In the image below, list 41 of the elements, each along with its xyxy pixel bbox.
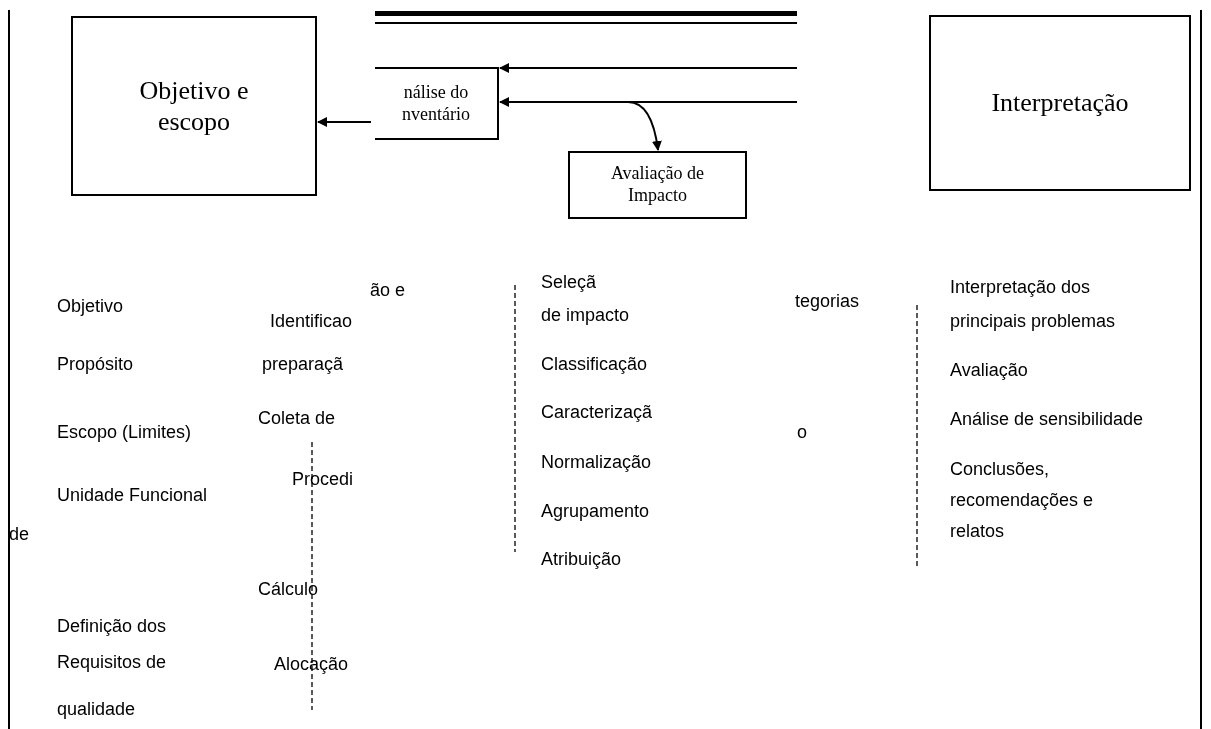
list-item-text: Identificao — [270, 310, 353, 333]
list-item-text: Conclusões, recomendações e relatos — [950, 458, 1095, 543]
list-item-text: tegorias — [795, 290, 860, 313]
list-item-text: Agrupamento — [541, 500, 650, 523]
box-label: Objetivo e escopo — [138, 74, 250, 138]
arrow — [627, 101, 662, 151]
list-item-text: principais problemas — [950, 310, 1116, 333]
list-item-text: qualidade — [57, 698, 136, 721]
list-item-text: Atribuição — [541, 548, 622, 571]
list-item-text: Normalização — [541, 451, 652, 474]
list-item-text: Coleta de — [258, 407, 336, 430]
process-box — [375, 67, 499, 140]
box-label: Avaliação de Impacto — [609, 163, 706, 207]
arrow — [499, 97, 798, 107]
list-item-text: Unidade Funcional — [57, 484, 208, 507]
list-item-text: Escopo (Limites) — [57, 421, 192, 444]
list-item-text: Avaliação — [950, 359, 1028, 382]
arrow — [499, 63, 798, 73]
list-item-text: Alocação — [274, 653, 349, 676]
list-item-text: preparaçã — [262, 353, 344, 376]
list-item-text: de impacto — [541, 304, 630, 327]
list-item-text: Objetivo — [57, 295, 124, 318]
list-item-text: de — [9, 523, 30, 546]
list-item-text: Caracterizaçã — [541, 401, 653, 424]
process-box — [568, 151, 747, 219]
list-item-text: Seleçã — [541, 271, 597, 294]
list-item-text: ão e — [370, 279, 406, 302]
list-item-text: Procedi — [292, 468, 354, 491]
list-item-text: Requisitos de — [57, 651, 167, 674]
arrow — [317, 117, 372, 127]
box-label: Interpretação — [991, 87, 1129, 119]
list-item-text: Definição dos — [57, 615, 167, 638]
process-box — [929, 15, 1191, 191]
list-item-text: Propósito — [57, 353, 134, 376]
list-item-text: o — [797, 421, 807, 444]
list-item-text: Interpretação dos — [950, 276, 1091, 299]
list-item-text: Classificação — [541, 353, 648, 376]
box-label: nálise do nventário — [401, 81, 471, 126]
list-item-text: Cálculo — [258, 578, 319, 601]
process-box — [71, 16, 317, 196]
list-item-text: Análise de sensibilidade — [950, 408, 1144, 431]
